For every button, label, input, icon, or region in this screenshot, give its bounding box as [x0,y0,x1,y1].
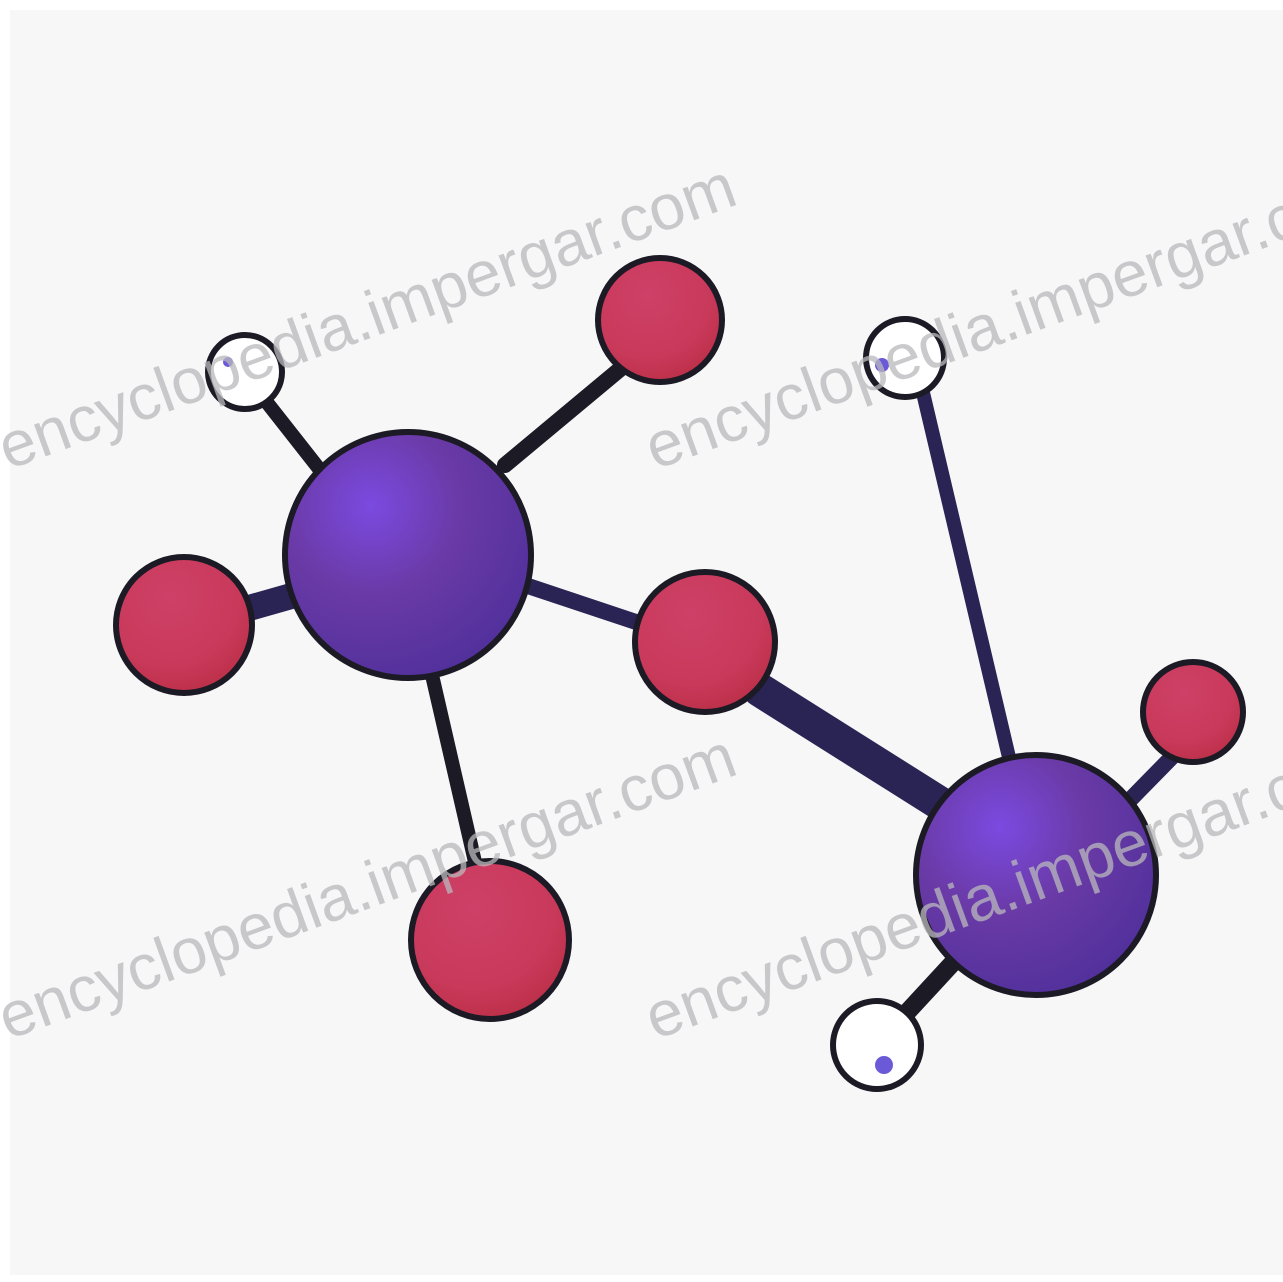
white-atom-upper-left [205,332,285,412]
purple-atom-left [282,429,534,681]
white-atom-dot-lower-right [875,1056,893,1074]
red-atoms [113,255,1246,1022]
white-atom-upper-right [863,316,947,400]
bond-left-center-to-middle-red [517,577,653,633]
white-atom-dot-upper-left [223,357,233,367]
large-atoms [282,429,1159,998]
bond-right-center-to-bottom-white [891,946,969,1029]
white-atom-dot-upper-right [875,358,889,372]
purple-atom-right [913,752,1159,998]
bond-left-center-to-top-white [258,393,327,477]
small-atoms [205,316,947,1092]
bond-left-center-to-top-red [497,357,633,473]
red-atom-left [113,554,255,696]
bond-left-center-to-bottom-red [425,668,485,882]
red-atom-top [595,255,725,385]
bond-right-center-to-top-white [913,373,1019,777]
red-atom-bottom [408,858,572,1022]
red-atom-right [1140,659,1246,765]
white-atom-lower-right [830,998,924,1092]
bond-right-center-to-right-red [1117,749,1180,813]
watermark-lower-left: encyclopedia.impergar.com [0,719,745,1053]
red-atom-middle [632,569,778,715]
